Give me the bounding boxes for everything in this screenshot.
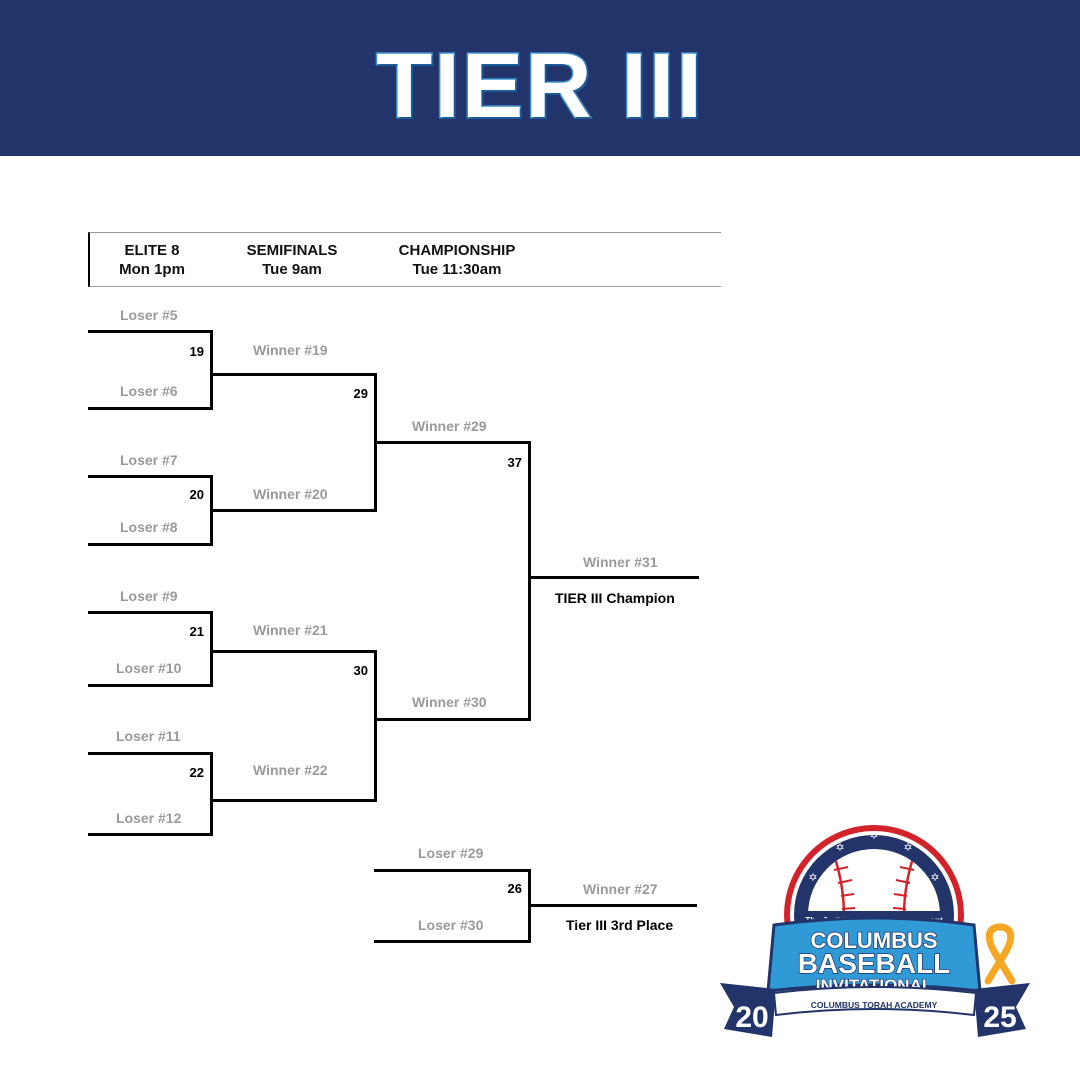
logo-line1: COLUMBUS <box>810 928 937 953</box>
bracket-line <box>528 904 697 907</box>
game-number: 21 <box>189 624 204 639</box>
svg-text:✡: ✡ <box>835 841 844 854</box>
bracket-line <box>88 407 213 410</box>
game-number: 37 <box>507 455 522 470</box>
svg-text:✡: ✡ <box>808 871 817 884</box>
bracket-line <box>210 330 213 410</box>
bracket-line <box>210 611 213 687</box>
champion-label: TIER III Champion <box>555 590 675 606</box>
bracket-line <box>528 441 531 721</box>
logo-year-right: 25 <box>983 1001 1016 1034</box>
game-number: 26 <box>507 881 522 896</box>
bracket-line <box>88 330 213 333</box>
header-time-label: Tue 9am <box>262 261 322 278</box>
team-slot: Loser #30 <box>418 917 484 933</box>
header-time-label: Mon 1pm <box>119 261 185 278</box>
bracket-line <box>210 752 213 836</box>
third-place-label: Tier III 3rd Place <box>566 917 674 933</box>
header-round-label: CHAMPIONSHIP <box>398 242 516 259</box>
team-slot: Winner #21 <box>253 622 328 638</box>
team-slot: Loser #6 <box>120 383 178 399</box>
winner-slot: Winner #31 <box>583 554 658 570</box>
bracket-line <box>374 940 531 943</box>
page-title: TIER III <box>375 34 704 139</box>
game-number: 29 <box>353 386 368 401</box>
svg-text:✡: ✡ <box>930 871 939 884</box>
logo-line2: BASEBALL <box>798 948 950 979</box>
svg-text:✡: ✡ <box>903 841 912 854</box>
bracket-line <box>210 373 377 376</box>
team-slot: Loser #11 <box>116 728 181 744</box>
bracket-line <box>374 869 531 872</box>
team-slot: Loser #12 <box>116 810 182 826</box>
logo-org-band <box>772 986 978 1017</box>
bracket-line <box>88 684 213 687</box>
header-championship: CHAMPIONSHIP Tue 11:30am <box>382 241 532 279</box>
team-slot: Winner #22 <box>253 762 328 778</box>
team-slot: Loser #8 <box>120 519 178 535</box>
team-slot: Winner #29 <box>412 418 487 434</box>
team-slot: Winner #20 <box>253 486 328 502</box>
header-elite8: ELITE 8 Mon 1pm <box>102 241 202 279</box>
header-time-label: Tue 11:30am <box>412 261 502 278</box>
awareness-ribbon-icon <box>984 923 1016 985</box>
team-slot: Loser #9 <box>120 588 178 604</box>
team-slot: Loser #5 <box>120 307 178 323</box>
game-number: 22 <box>189 765 204 780</box>
team-slot: Winner #19 <box>253 342 328 358</box>
winner-slot: Winner #27 <box>583 881 658 897</box>
logo-ribbon-left <box>720 983 776 1037</box>
star-icons: ✡ ✡ ✡ ✡ ✡ <box>808 829 939 884</box>
team-slot: Loser #10 <box>116 660 182 676</box>
round-header: ELITE 8 Mon 1pm SEMIFINALS Tue 9am CHAMP… <box>88 232 721 287</box>
tournament-logo: ✡✡ ✡✡✡ The Judith Weintraub Tournament C… <box>712 815 1062 1055</box>
bracket-line <box>210 509 377 512</box>
game-number: 30 <box>353 663 368 678</box>
bracket-line <box>374 718 531 721</box>
logo-ribbon-right <box>974 983 1030 1037</box>
bracket-line <box>374 441 531 444</box>
svg-text:✡: ✡ <box>869 829 878 842</box>
bracket-line <box>88 611 213 614</box>
bracket-line <box>88 752 213 755</box>
logo-year-left: 20 <box>735 1001 768 1034</box>
bracket-line <box>88 833 213 836</box>
title-banner <box>0 0 1080 156</box>
bracket-line <box>374 650 377 802</box>
team-slot: Winner #30 <box>412 694 487 710</box>
bracket-line <box>88 475 213 478</box>
team-slot: Loser #29 <box>418 845 484 861</box>
bracket-line <box>88 543 213 546</box>
team-slot: Loser #7 <box>120 452 178 468</box>
logo-org: COLUMBUS TORAH ACADEMY <box>811 1000 938 1010</box>
game-number: 20 <box>189 487 204 502</box>
bracket-line <box>210 799 377 802</box>
header-round-label: ELITE 8 <box>124 242 180 259</box>
header-semifinals: SEMIFINALS Tue 9am <box>232 241 352 279</box>
bracket-line <box>528 576 699 579</box>
bracket-line <box>210 650 377 653</box>
game-number: 19 <box>189 344 204 359</box>
logo-graphic: ✡✡ ✡✡✡ The Judith Weintraub Tournament C… <box>720 825 1030 1037</box>
header-round-label: SEMIFINALS <box>246 242 338 259</box>
